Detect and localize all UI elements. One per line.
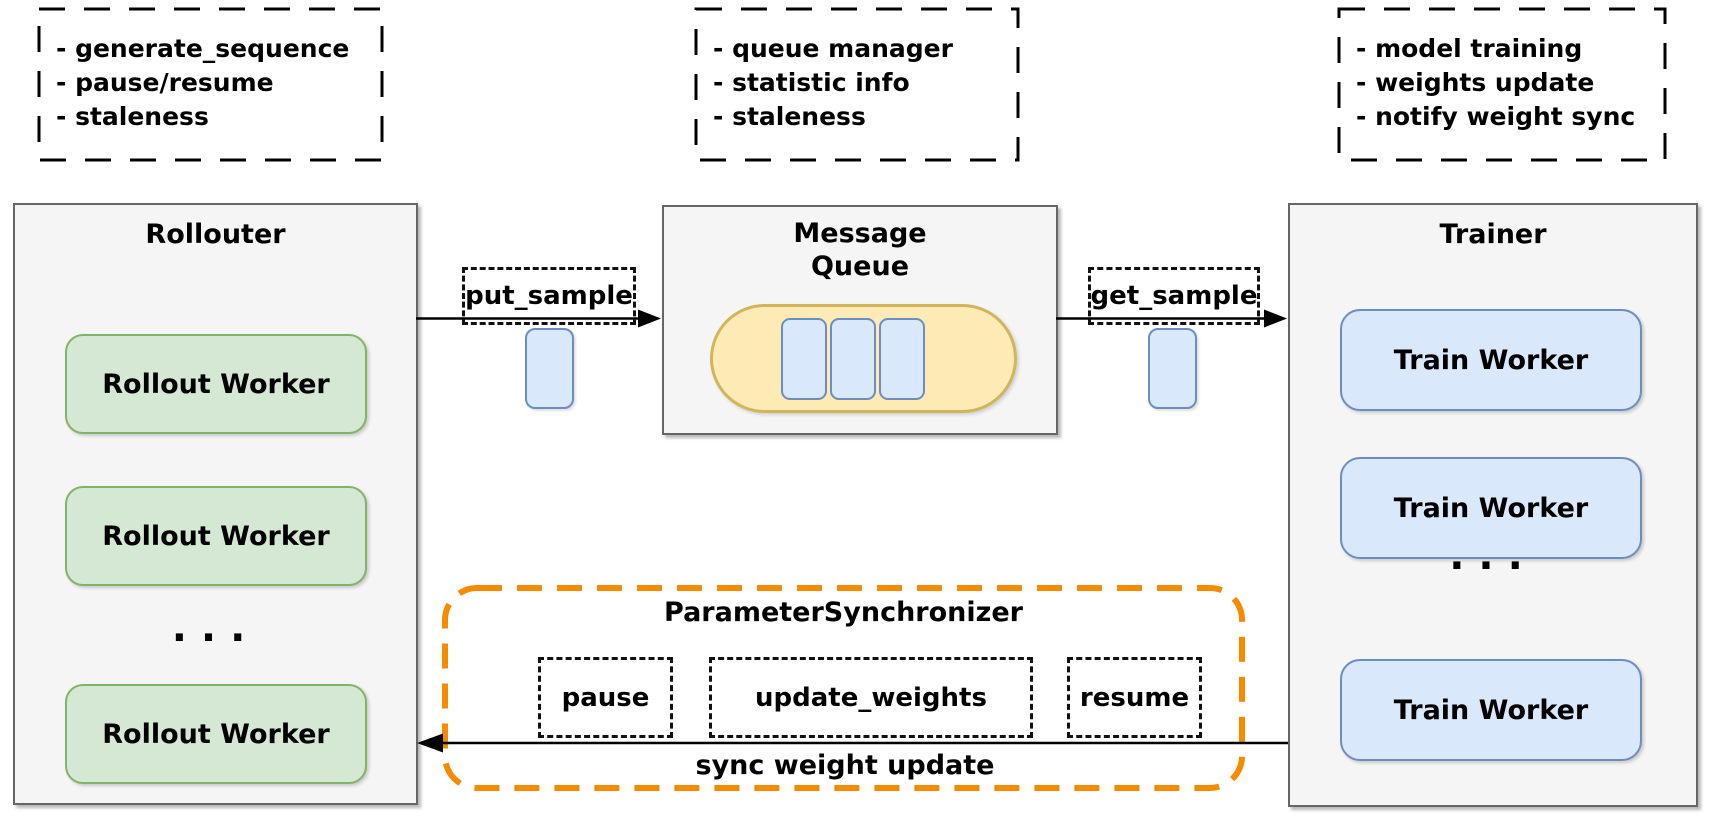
sample-token: [525, 328, 574, 409]
train-worker-box: Train Worker: [1340, 309, 1642, 411]
trainer-ellipsis: ...: [1449, 533, 1537, 579]
annotation-line: - model training: [1356, 34, 1583, 63]
rollout-worker-box: Rollout Worker: [65, 486, 367, 586]
annotation-line: - staleness: [713, 102, 866, 131]
rollouter-panel: Rollouter Rollout Worker Rollout Worker …: [13, 203, 418, 805]
annotation-line: - notify weight sync: [1356, 102, 1636, 131]
queue-annotation: - queue manager - statistic info - stale…: [696, 9, 1035, 187]
pause-op-box: pause: [538, 657, 673, 738]
sample-token: [1148, 328, 1197, 409]
annotation-line: - generate_sequence: [56, 34, 350, 63]
resume-op-box: resume: [1067, 657, 1202, 738]
trainer-annotation: - model training - weights update - noti…: [1339, 9, 1682, 187]
get-sample-arrowhead-icon: [1264, 309, 1287, 328]
queue-slot: [780, 317, 827, 400]
queue-slot: [829, 317, 876, 400]
sync-weight-arrowhead-icon: [417, 733, 443, 753]
rollout-worker-box: Rollout Worker: [65, 334, 367, 434]
train-worker-box: Train Worker: [1340, 457, 1642, 559]
queue-pill: [710, 304, 1017, 413]
parameter-synchronizer-title: ParameterSynchronizer: [664, 597, 1023, 628]
annotation-line: - staleness: [56, 102, 209, 131]
message-queue-title: Message Queue: [793, 218, 927, 282]
sync-weight-update-label: sync weight update: [695, 750, 995, 781]
update-weights-op-box: update_weights: [709, 657, 1033, 738]
queue-slot-group: [780, 317, 925, 400]
rollouter-ellipsis: ...: [171, 605, 260, 651]
get-sample-label: get_sample: [1088, 267, 1260, 325]
queue-slot: [878, 317, 925, 400]
trainer-panel: Trainer Train Worker Train Worker ... Tr…: [1288, 203, 1698, 807]
put-sample-arrowhead-icon: [638, 309, 661, 328]
annotation-line: - queue manager: [713, 34, 953, 63]
annotation-line: - pause/resume: [56, 68, 274, 97]
trainer-title: Trainer: [1439, 219, 1547, 250]
train-worker-box: Train Worker: [1340, 659, 1642, 761]
annotation-line: - statistic info: [713, 68, 910, 97]
put-sample-label: put_sample: [462, 267, 636, 325]
annotation-line: - weights update: [1356, 68, 1595, 97]
message-queue-panel: Message Queue: [662, 205, 1058, 435]
rollouter-annotation: - generate_sequence - pause/resume - sta…: [39, 9, 399, 187]
rollout-worker-box: Rollout Worker: [65, 684, 367, 784]
rollouter-title: Rollouter: [145, 219, 286, 250]
